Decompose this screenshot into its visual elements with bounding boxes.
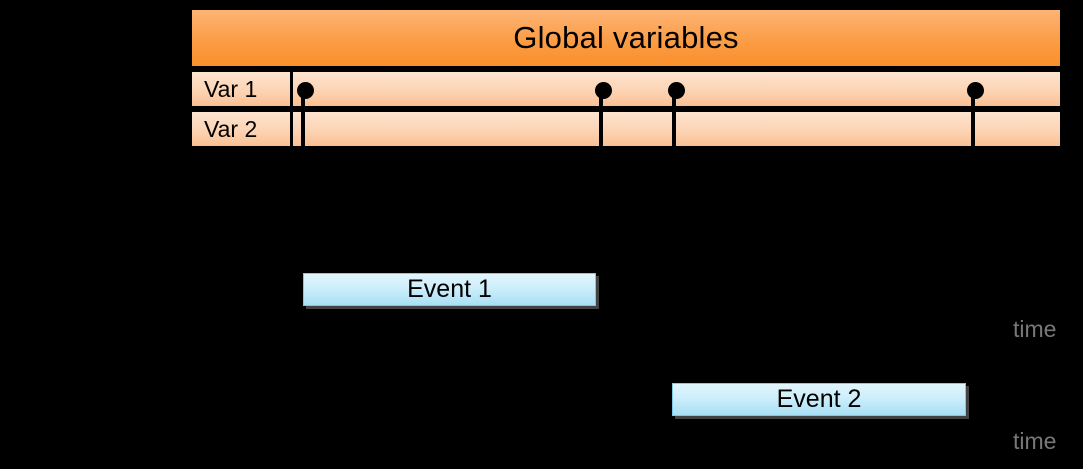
timestamp-dot-var1-2 (594, 82, 612, 99)
timestamp-marker-var1-3 (672, 94, 676, 108)
variable-row-var2: Var 2 (190, 112, 1062, 148)
variable-row-label-var2: Var 2 (192, 112, 290, 146)
event-label-text: Event 1 (407, 275, 492, 303)
variable-row-divider (290, 112, 293, 146)
variable-label-text: Var 2 (204, 115, 258, 142)
timestamp-marker-var2-2 (599, 112, 603, 148)
timestamp-marker-var1-2 (599, 94, 603, 108)
timestamp-marker-var1-4 (971, 94, 975, 108)
variable-row-var1: Var 1 (190, 72, 1062, 108)
time-axis-label-bottom: time (1013, 428, 1057, 454)
global-variables-title-bar: Global variables (190, 8, 1062, 68)
variable-row-divider (290, 72, 293, 106)
timestamp-marker-var2-1 (301, 112, 305, 148)
timestamp-marker-var2-4 (971, 112, 975, 148)
timestamp-dot-var1-3 (667, 82, 685, 99)
variable-label-text: Var 1 (204, 75, 258, 102)
event-box-event-2[interactable]: Event 2 (672, 383, 966, 416)
timestamp-dot-var1-4 (966, 82, 984, 99)
global-variables-panel: Global variables Var 1 Var 2 (190, 8, 1062, 148)
event-box-event-1[interactable]: Event 1 (303, 273, 596, 306)
variable-row-label-var1: Var 1 (192, 72, 290, 106)
timestamp-marker-var2-3 (672, 112, 676, 148)
event-label-text: Event 2 (776, 385, 862, 413)
time-axis-label-top: time (1013, 316, 1057, 342)
timestamp-dot-var1-1 (296, 82, 314, 99)
timestamp-marker-var1-1 (301, 94, 305, 108)
global-variables-title-text: Global variables (513, 20, 739, 55)
